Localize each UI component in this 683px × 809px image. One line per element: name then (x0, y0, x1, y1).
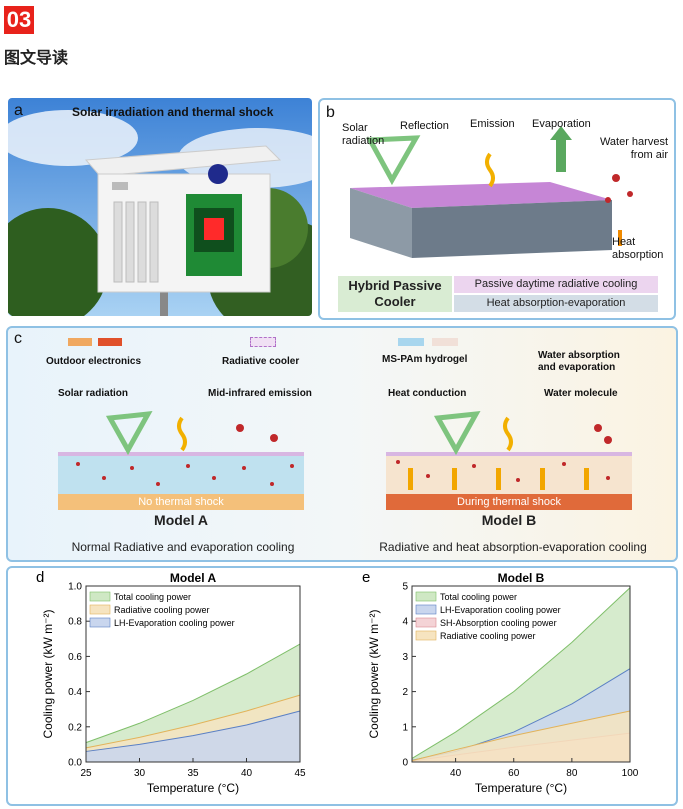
chart-e-letter: e (362, 569, 370, 586)
chart-d-ytick-label-2: 0.4 (68, 687, 82, 698)
chart-d-legend-label-2: LH-Evaporation cooling power (114, 618, 235, 628)
chart-d-legend-swatch-2 (89, 617, 111, 628)
hydrogel-swatch (398, 338, 424, 346)
panel-b-illustration (350, 126, 633, 258)
panel-b-evaporation-label: Evaporation (532, 118, 591, 130)
outdoor-electronics-swatch (68, 338, 92, 346)
panel-c: c Outdoor electronics Radiative cooler S… (6, 326, 678, 562)
panel-a-illustration (8, 98, 312, 316)
radiative-cooler-swatch (250, 337, 276, 347)
chart-d-line-0 (85, 643, 301, 744)
camera-icon (208, 164, 228, 184)
chart-d-area-2 (86, 710, 300, 762)
chart-e-ytick-label-1: 1 (402, 722, 408, 733)
model-a-title: Model A (154, 512, 208, 528)
panel-b-water-harvest-label: Water harvest from air (599, 136, 668, 161)
panel-a-letter: a (14, 102, 23, 119)
chart-e-legend-label-1: LH-Evaporation cooling power (440, 605, 561, 615)
chart-e-line-0 (411, 587, 631, 759)
chart-d-line-2 (85, 710, 301, 752)
panel-b: b Solar radiation Reflection Emission Ev… (318, 98, 676, 320)
panel-a: a Solar irradiation and thermal shock (8, 98, 312, 316)
legend-radiative-cooler: Radiative cooler (222, 356, 300, 367)
chart-e-legend-swatch-3 (415, 630, 437, 641)
chart-e-frame (411, 585, 631, 763)
section-number-badge: 03 (4, 6, 34, 34)
chart-e-legend-swatch-0 (415, 591, 437, 602)
model-b-base-label: During thermal shock (457, 496, 561, 508)
legend-mid-ir: Mid-infrared emission (208, 388, 312, 399)
panel-b-letter: b (326, 104, 335, 121)
model-b-title: Model B (481, 512, 537, 528)
legend-heat-conduction: Heat conduction (388, 388, 467, 399)
chart-e-ylabel: Cooling power (kW m⁻²) (367, 609, 381, 738)
panel-c-letter: c (14, 330, 22, 347)
panel-b-emission-label: Emission (470, 118, 515, 130)
chart-d-xtick-label-1: 30 (134, 768, 146, 779)
legend-water-molecule: Water molecule (544, 388, 618, 399)
hybrid-cooler-label: Hybrid Passive Cooler (338, 276, 452, 312)
chart-e-ytick-label-5: 5 (402, 582, 408, 593)
chart-d-ytick-label-5: 1.0 (68, 582, 82, 593)
chart-d-letter: d (36, 569, 44, 586)
chart-d-ytick-label-0: 0.0 (68, 758, 82, 769)
chart-d-xtick-label-4: 45 (294, 768, 306, 779)
chart-d-ylabel: Cooling power (kW m⁻²) (41, 609, 55, 738)
hydrogel-swatch-2 (432, 338, 458, 346)
chart-e-xtick-label-1: 60 (508, 768, 520, 779)
chart-d-ytick-label-4: 0.8 (68, 617, 82, 628)
chart-d-title: Model A (170, 571, 217, 585)
chart-e-line-3 (411, 710, 631, 762)
section-title: 图文导读 (4, 48, 69, 67)
chart-d-xlabel: Temperature (°C) (147, 781, 239, 795)
model-b-caption: Radiative and heat absorption-evaporatio… (379, 540, 647, 554)
chart-d-legend-label-0: Total cooling power (114, 592, 191, 602)
chart-d-legend-swatch-1 (89, 604, 111, 615)
panel-a-title: Solar irradiation and thermal shock (72, 105, 274, 119)
chart-e-xtick-label-2: 80 (566, 768, 578, 779)
chart-e-ytick-label-0: 0 (402, 758, 408, 769)
chart-d-line-1 (85, 694, 301, 749)
radiative-cooling-bar: Passive daytime radiative cooling (454, 276, 658, 293)
chart-e-ytick-label-2: 2 (402, 687, 408, 698)
chart-e-legend-swatch-1 (415, 604, 437, 615)
chart-e-legend-swatch-2 (415, 617, 437, 628)
chart-e-xlabel: Temperature (°C) (475, 781, 567, 795)
legend-water-absorption: Water absorption and evaporation (538, 350, 620, 373)
chart-d-xtick-label-3: 40 (241, 768, 253, 779)
chart-d-legend-label-1: Radiative cooling power (114, 605, 210, 615)
model-a-caption: Normal Radiative and evaporation cooling (71, 540, 295, 554)
model-a-base-label: No thermal shock (138, 496, 224, 508)
legend-outdoor-electronics: Outdoor electronics (46, 356, 142, 367)
panel-b-solar-label: Solar radiation (342, 122, 385, 147)
panel-b-reflection-label: Reflection (400, 120, 449, 132)
chart-d-ytick-label-3: 0.6 (68, 652, 82, 663)
chart-e-legend-label-2: SH-Absorption cooling power (440, 618, 557, 628)
chart-e-title: Model B (498, 571, 545, 585)
legend-hydrogel: MS-PAm hydrogel (382, 354, 468, 365)
heat-absorption-bar: Heat absorption-evaporation (454, 295, 658, 312)
chart-e-xtick-label-0: 40 (450, 768, 462, 779)
panel-c-schematics (58, 411, 632, 510)
chart-e-ytick-label-4: 4 (402, 617, 408, 628)
outdoor-electronics-swatch-2 (98, 338, 122, 346)
chart-e-xtick-label-3: 100 (622, 768, 639, 779)
chart-e-ytick-label-3: 3 (402, 652, 408, 663)
chart-d-xtick-label-0: 25 (80, 768, 92, 779)
legend-solar-radiation: Solar radiation (58, 388, 129, 399)
chart-e-legend-label-3: Radiative cooling power (440, 631, 536, 641)
panel-b-heat-absorption-label: Heat absorption (612, 236, 664, 261)
chart-e-area-3 (412, 710, 630, 762)
chart-e-legend-label-0: Total cooling power (440, 592, 517, 602)
chart-d-xtick-label-2: 35 (187, 768, 199, 779)
chart-d-ytick-label-1: 0.2 (68, 722, 82, 733)
chart-d-legend-swatch-0 (89, 591, 111, 602)
